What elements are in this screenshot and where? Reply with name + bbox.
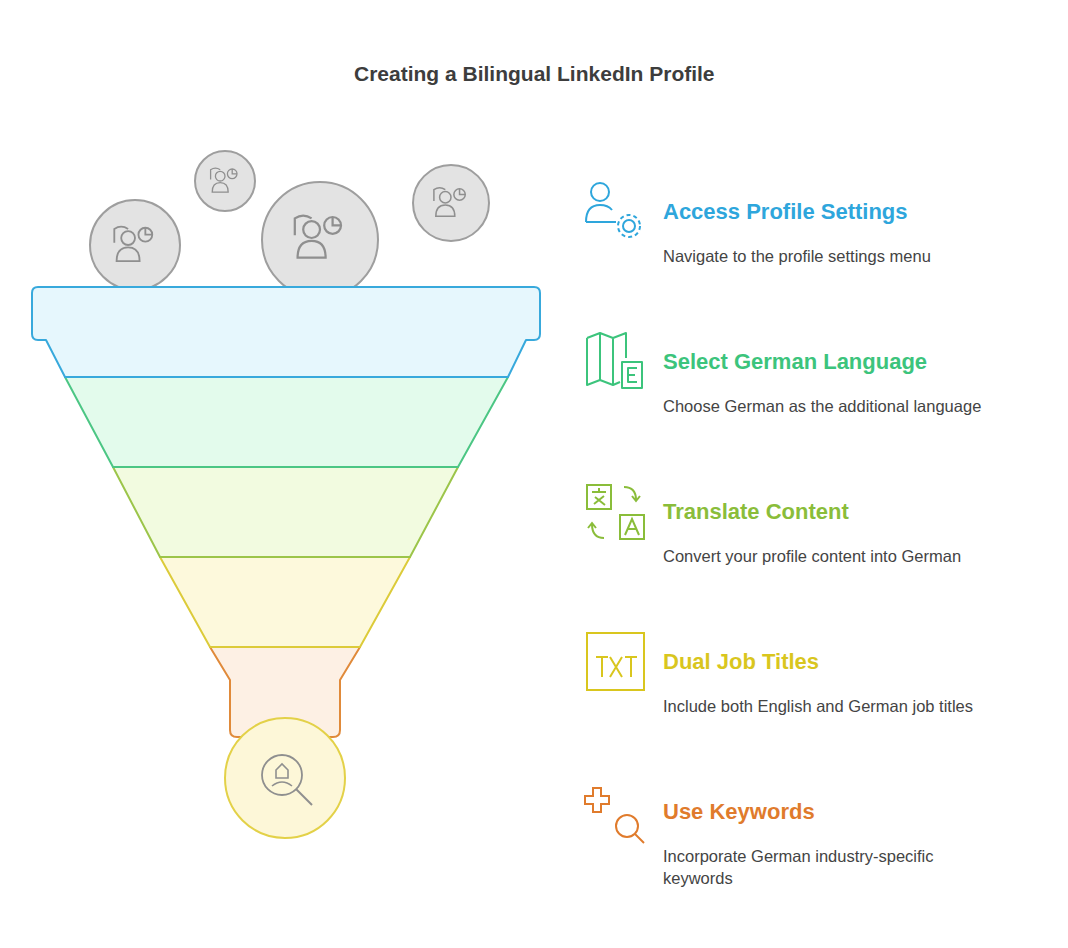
step-heading: Dual Job Titles	[663, 649, 819, 675]
step-description: Navigate to the profile settings menu	[663, 245, 993, 267]
translate-icon	[587, 485, 644, 539]
step-description: Convert your profile content into German	[663, 545, 993, 567]
step-description: Incorporate German industry-specific key…	[663, 845, 993, 889]
funnel	[32, 287, 540, 737]
language-map-icon	[587, 333, 642, 388]
keyword-search-icon	[585, 788, 644, 843]
step-description: Include both English and German job titl…	[663, 695, 993, 717]
diagram-title: Creating a Bilingual LinkedIn Profile	[354, 62, 715, 86]
step-heading: Access Profile Settings	[663, 199, 908, 225]
settings-icon	[586, 183, 640, 237]
people-circles	[90, 151, 489, 298]
result-circle	[225, 718, 345, 838]
step-heading: Select German Language	[663, 349, 927, 375]
step-heading: Use Keywords	[663, 799, 815, 825]
step-heading: Translate Content	[663, 499, 849, 525]
text-icon	[587, 633, 644, 690]
step-description: Choose German as the additional language	[663, 395, 993, 417]
